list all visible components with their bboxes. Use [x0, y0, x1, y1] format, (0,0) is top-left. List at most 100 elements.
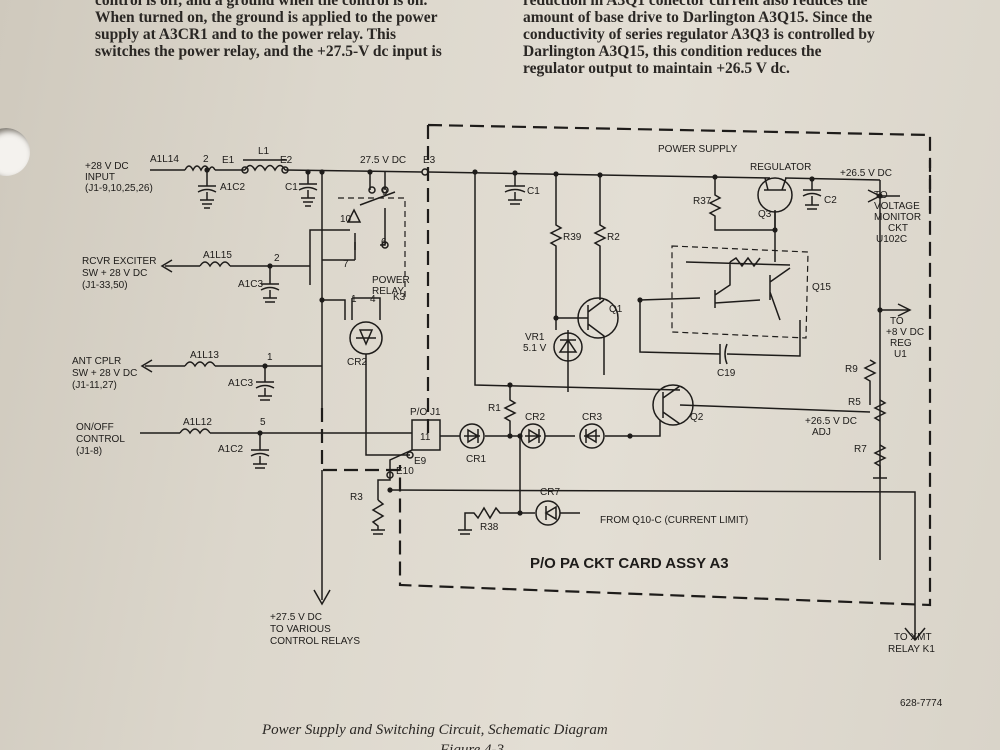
label-q15: Q15 [812, 282, 831, 293]
label-control-relays: CONTROL RELAYS [270, 636, 360, 647]
zener-symbol [558, 330, 578, 392]
label-e3: E3 [423, 155, 436, 166]
figure-caption: Power Supply and Switching Circuit, Sche… [261, 722, 608, 738]
label-vr1: VR1 [525, 332, 545, 343]
label-reg: U1 [894, 349, 907, 360]
figure-number: Figure 4-3 [439, 742, 504, 750]
label-r37: R37 [693, 196, 712, 207]
inductor-a1l14 [184, 165, 216, 172]
label-q3: Q3 [758, 209, 772, 220]
label-a1l12: A1L12 [183, 417, 212, 428]
diode-cr7 [535, 500, 561, 526]
diode-symbol [464, 428, 480, 444]
diode-cr3 [579, 423, 605, 449]
capacitor-c1-left [298, 172, 318, 207]
label-pin: 7 [343, 259, 349, 270]
relay-contacts [309, 172, 396, 285]
label-l1: L1 [258, 146, 270, 157]
label-ant: (J1-11,27) [72, 380, 117, 391]
resistor-r38 [458, 506, 520, 535]
label-cr3: CR3 [582, 412, 602, 423]
body-text-right: reduction in A3Q1 collector current also… [523, 0, 875, 77]
label-regulator: REGULATOR [750, 162, 811, 173]
label-r38: R38 [480, 522, 499, 533]
diode-cr1 [459, 423, 485, 449]
resistor-r39 [549, 174, 563, 330]
label-onoff: ON/OFF [76, 422, 114, 433]
label-xmt: TO XMT [894, 632, 932, 643]
body-text-left: control is off, and a ground when the co… [95, 0, 442, 60]
text-line: control is off, and a ground when the co… [95, 0, 428, 9]
label-a1c3: A1C3 [228, 378, 253, 389]
label-e1: E1 [222, 155, 235, 166]
text-line: Darlington A3Q15, this condition reduces… [523, 43, 822, 60]
label-c2: C2 [824, 195, 837, 206]
label-input: (J1-9,10,25,26) [85, 183, 153, 194]
label-onoff: (J1-8) [76, 446, 102, 457]
transistor-q2 [652, 384, 694, 426]
label-reg: REG [890, 338, 912, 349]
label-pin: 4 [370, 294, 376, 305]
text-line: conductivity of series regulator A3Q3 is… [523, 26, 875, 43]
label-voltage-monitor: CKT [888, 223, 908, 234]
label-vr1: 5.1 V [523, 343, 547, 354]
capacitor-a1c3-a [260, 266, 280, 303]
label-pin: 9 [382, 187, 388, 198]
relay-coil-leads [351, 297, 381, 320]
label-c19: C19 [717, 368, 736, 379]
label-from-q10: FROM Q10-C (CURRENT LIMIT) [600, 515, 748, 526]
label-pin: 11 [420, 432, 431, 443]
arrow-outputs [140, 259, 173, 373]
inductor-a1l12 [179, 428, 211, 435]
label-cr7: CR7 [540, 487, 560, 498]
label-input: +28 V DC [85, 161, 129, 172]
text-line: switches the power relay, and the +27.5-… [95, 43, 442, 60]
label-card: P/O PA CKT CARD ASSY A3 [530, 555, 729, 572]
q15-boundary [671, 245, 809, 339]
diode-symbol [356, 329, 376, 346]
diode-symbol [584, 428, 600, 444]
capacitor-a1c2 [197, 170, 217, 209]
label-a1c2: A1C2 [220, 182, 245, 193]
label-node: 1 [267, 352, 273, 363]
label-e9: E9 [414, 456, 427, 467]
diode-chain-wire [440, 420, 661, 437]
label-node: 2 [274, 253, 280, 264]
label-pin: 6 [381, 237, 387, 248]
resistor-r5-r7 [873, 399, 887, 479]
card-boundary-left [320, 408, 400, 472]
label-node: 2 [203, 154, 209, 165]
label-r5: R5 [848, 397, 861, 408]
capacitor-c2 [802, 179, 822, 210]
capacitor-c19-wire [639, 300, 801, 357]
resistor-r1 [503, 385, 517, 436]
transistor-q3 [757, 177, 793, 213]
arrow-control-relays [313, 470, 331, 606]
label-r9: R9 [845, 364, 858, 375]
label-e2: E2 [280, 155, 293, 166]
label-control-relays: TO VARIOUS [270, 624, 331, 635]
inductor-a1l15 [199, 261, 231, 268]
label-cr2-left: CR2 [347, 357, 367, 368]
feed-wire [321, 172, 346, 408]
capacitor-a1c2-b [250, 433, 270, 469]
label-cr2: CR2 [525, 412, 545, 423]
label-r2: R2 [607, 232, 620, 243]
label-rcvr: (J1-33,50) [82, 280, 128, 291]
label-rcvr: SW + 28 V DC [82, 268, 147, 279]
inductor-a1l13 [184, 361, 216, 368]
text-line: reduction in A3Q1 collector current also… [523, 0, 868, 9]
diode-symbol [525, 428, 541, 444]
text-line: supply at A3CR1 and to the power relay. … [95, 26, 397, 43]
capacitor-c1 [504, 173, 526, 205]
resistor-r9 [863, 359, 877, 405]
label-voltage-monitor: VOLTAGE [874, 201, 920, 212]
relay-boundary [338, 197, 406, 300]
terminal-circles [241, 166, 429, 479]
label-rcvr: RCVR EXCITER [82, 256, 156, 267]
label-cr1: CR1 [466, 454, 486, 465]
label-relay: RELAY [372, 286, 404, 297]
label-ant: ANT CPLR [72, 356, 121, 367]
label-adj: +26.5 V DC [805, 416, 857, 427]
resistor-r2 [593, 175, 607, 300]
